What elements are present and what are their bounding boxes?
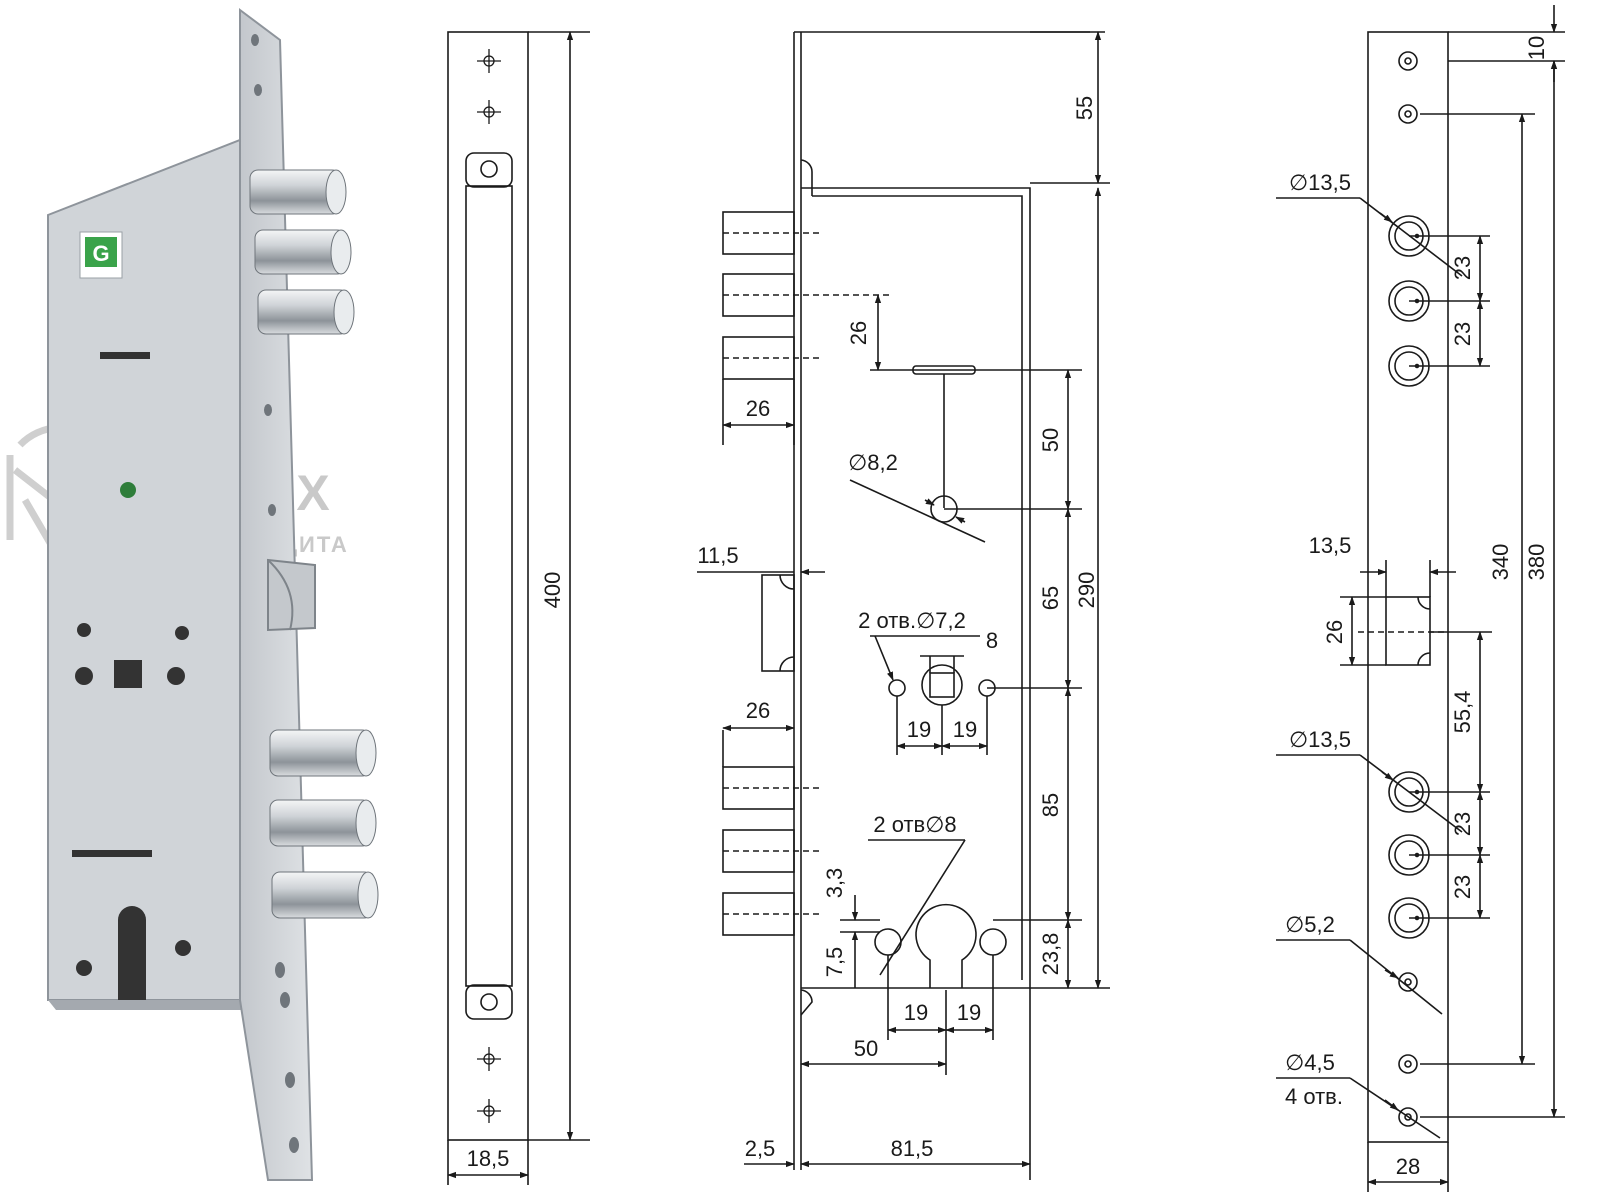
faceplate-height-label: 400 (540, 572, 565, 609)
brand-badge: G (79, 231, 123, 279)
latch-bolt (267, 558, 316, 632)
dim-strike-pitch-bottom-1: 23 (1450, 812, 1475, 836)
lock-case-body (47, 138, 241, 1001)
side-case-outline (801, 187, 1031, 989)
dim-backset: 50 (854, 1036, 878, 1061)
dim-cyl-spacing-left: 19 (904, 1000, 928, 1025)
dim-follower-to-spindle: 65 (1038, 586, 1063, 610)
dim-cylinder-to-bottom: 23,8 (1038, 933, 1063, 976)
faceplate-inner-slot (465, 185, 513, 987)
dim-case-depth: 81,5 (891, 1136, 934, 1161)
dim-square-8: 8 (986, 628, 998, 653)
dim-strike-hole-13-5-bottom: ∅13,5 (1289, 727, 1351, 752)
lock-case-shade (48, 1000, 248, 1010)
dim-cyl-spacing-right: 19 (957, 1000, 981, 1025)
side-view-labels: 55 26 26 11,5 26 50 65 85 23,8 290 ∅8,2 … (697, 96, 1099, 1161)
side-bolts-top (722, 211, 890, 380)
lock-product-illustration: G (47, 8, 379, 1181)
dim-bolt-length-top: 26 (746, 396, 770, 421)
strike-plate-view (1276, 5, 1565, 1192)
side-bolts-bottom (722, 766, 820, 936)
dim-offset-7-5: 7,5 (822, 947, 847, 978)
faceplate-width-label: 18,5 (467, 1146, 510, 1171)
upper-bolts (249, 169, 355, 335)
dim-strike-width: 28 (1396, 1154, 1420, 1179)
faceplate-bottom-lug (465, 984, 513, 1020)
dim-strike-pitch-bottom-2: 23 (1450, 875, 1475, 899)
dim-hole-8-2: ∅8,2 (848, 450, 898, 475)
side-keyway (912, 365, 976, 508)
faceplate-top-lug (465, 152, 513, 188)
strike-plate-outline (1367, 31, 1449, 1143)
strike-plate-labels: 10 ∅13,5 23 23 13,5 26 55,4 ∅13,5 23 23 … (1285, 36, 1549, 1179)
dim-strike-pitch-top-1: 23 (1450, 256, 1475, 280)
dim-strike-340: 340 (1488, 544, 1513, 581)
lower-bolts (269, 729, 379, 919)
faceplate-outline (447, 31, 529, 1141)
side-cylinder-keyhole (915, 903, 977, 988)
dim-spindle-spacing-left: 19 (907, 717, 931, 742)
dim-bolt-length-bottom: 26 (746, 698, 770, 723)
faceplate-screw-holes (477, 49, 501, 1123)
side-view (697, 31, 1110, 1180)
dim-strike-hole-4-5: ∅4,5 (1285, 1050, 1335, 1075)
dim-keyway-to-follower: 50 (1038, 428, 1063, 452)
dim-strike-380: 380 (1524, 544, 1549, 581)
dim-strike-pitch-top-2: 23 (1450, 322, 1475, 346)
dim-strike-top-margin: 10 (1524, 36, 1549, 60)
side-latch (761, 574, 795, 672)
strike-latch-window (1385, 596, 1431, 666)
faceplate-holes (251, 34, 299, 1153)
dim-strike-gap: 55,4 (1450, 691, 1475, 734)
case-cutouts (72, 352, 191, 1000)
dim-strike-hole-13-5-top: ∅13,5 (1289, 170, 1351, 195)
dim-spindle-to-keyhole: 26 (846, 321, 871, 345)
dim-holes-8: 2 отв∅8 (873, 812, 956, 837)
dim-top-offset: 55 (1072, 96, 1097, 120)
dim-strike-latch-width: 13,5 (1309, 533, 1352, 558)
brand-badge-letter: G (92, 241, 109, 266)
dim-plate-thickness: 2,5 (745, 1136, 776, 1161)
dim-strike-latch-height: 26 (1322, 620, 1347, 644)
dim-holes-7-2: 2 отв.∅7,2 (858, 608, 966, 633)
dim-spindle-to-cylinder: 85 (1038, 793, 1063, 817)
dim-case-height: 290 (1074, 572, 1099, 609)
side-spindle-square (929, 672, 955, 698)
dim-latch-offset: 11,5 (697, 543, 738, 568)
dim-offset-3-3: 3,3 (822, 868, 847, 899)
dim-strike-hole-5-2: ∅5,2 (1285, 912, 1335, 937)
dim-spindle-spacing-right: 19 (953, 717, 977, 742)
dim-strike-holes-count: 4 отв. (1285, 1084, 1343, 1109)
faceplate-view (447, 31, 590, 1185)
